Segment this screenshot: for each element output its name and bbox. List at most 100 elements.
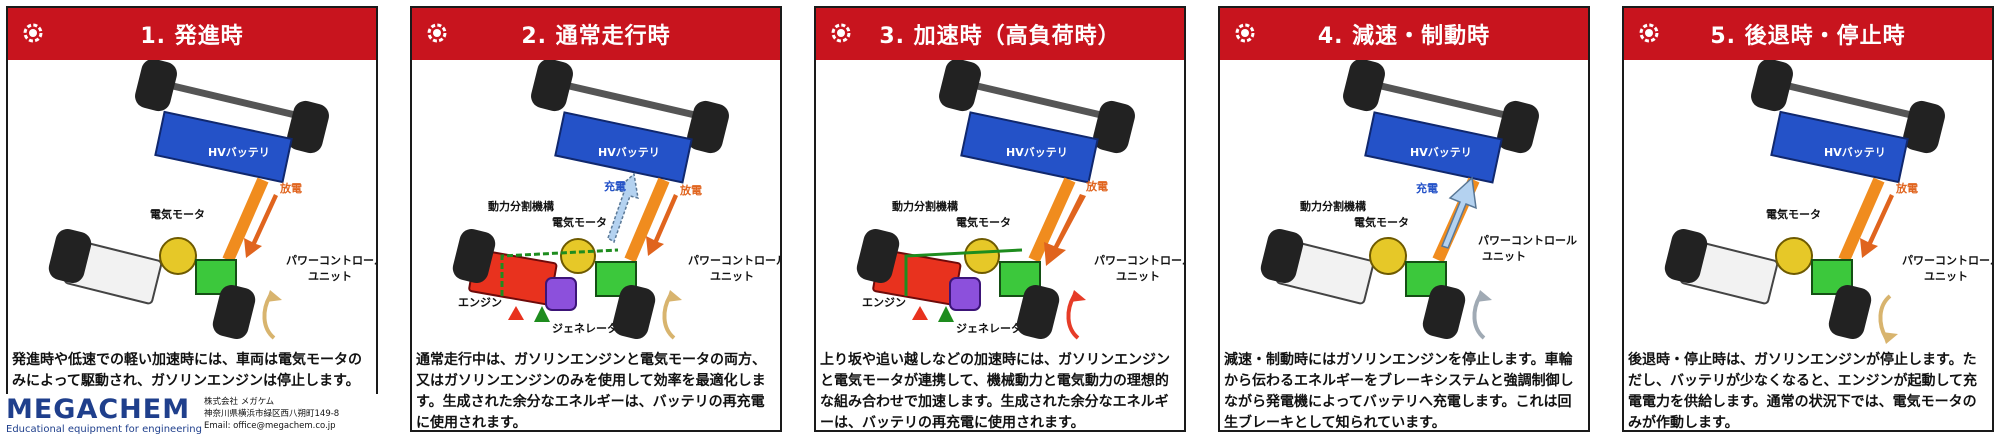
- front-left-wheel: [1664, 228, 1708, 284]
- pcu-label-line1: パワーコントロール: [688, 254, 780, 267]
- rear-left-wheel: [939, 60, 981, 112]
- motor-label: 電気モータ: [150, 207, 205, 221]
- pcu-label-line1: パワーコントロール: [286, 254, 376, 267]
- rear-right-wheel: [1093, 100, 1135, 154]
- engine-label: エンジン: [862, 296, 906, 309]
- engine-flow-arrow: [508, 306, 524, 320]
- discharge-label: 放電: [1895, 181, 1918, 195]
- panel-5: 5. 後退時・停止時 HVバッテリ 放電 電気モータ パワーコントロール ユニッ…: [1622, 6, 1994, 432]
- panel-caption: 後退時・停止時は、ガソリンエンジンが停止します。ただし、バッテリが少なくなると、…: [1628, 352, 1978, 431]
- discharge-label: 放電: [279, 181, 302, 195]
- power-cable: [624, 177, 670, 263]
- power-cable: [222, 177, 269, 263]
- generator: [949, 277, 981, 311]
- company-name: 株式会社 メガケム: [204, 397, 275, 407]
- gear-icon: [1639, 23, 1659, 43]
- battery-label: HVバッテリ: [1006, 146, 1068, 159]
- power-cable: [1838, 177, 1885, 263]
- panel-header: 3. 加速時（高負荷時）: [816, 8, 1184, 60]
- rear-left-wheel: [531, 60, 573, 112]
- rear-axle: [155, 78, 309, 122]
- motor-label: 電気モータ: [1354, 215, 1409, 229]
- panel-title: 5. 後退時・停止時: [1710, 24, 1906, 49]
- pcu-label-line1: パワーコントロール: [1478, 234, 1577, 247]
- drivetrain-diagram: HVバッテリ 充電 動力分割機構 電気モータ パワーコントロール ユニット: [1260, 60, 1577, 340]
- motor-label: 電気モータ: [956, 215, 1011, 229]
- electric-motor: [1775, 237, 1813, 275]
- generator-label: ジェネレータ: [552, 322, 618, 335]
- gear-icon: [427, 23, 447, 43]
- electric-motor: [1369, 237, 1407, 275]
- psd-label: 動力分割機構: [488, 199, 554, 213]
- discharge-arrow: [1860, 194, 1894, 258]
- discharge-arrow: [646, 194, 678, 256]
- hv-battery: [554, 111, 693, 184]
- generator: [545, 277, 577, 311]
- rotation-arrow: [1472, 295, 1486, 340]
- power-flow-green: [500, 248, 619, 296]
- rear-right-wheel: [1497, 100, 1539, 154]
- pcu-label-line1: パワーコントロール: [1902, 254, 1992, 267]
- front-right-wheel: [612, 284, 656, 340]
- discharge-label: 放電: [1085, 179, 1108, 193]
- discharge-label: 放電: [679, 183, 702, 197]
- electric-motor: [964, 238, 1000, 274]
- megachem-logo: MEGACHEM Educational equipment for engin…: [6, 394, 406, 435]
- panel-title: 1. 発進時: [140, 24, 244, 49]
- charge-arrow: [1441, 176, 1477, 249]
- rotation-arrow: [1066, 295, 1080, 340]
- front-right-wheel: [1828, 284, 1872, 340]
- front-left-wheel: [48, 228, 92, 284]
- gear-icon: [23, 23, 43, 43]
- motor-label: 電気モータ: [552, 215, 607, 229]
- company-address: 神奈川県横浜市緑区西八朔町149-8: [204, 409, 340, 419]
- rear-axle: [1363, 78, 1519, 122]
- discharge-arrow: [1044, 194, 1086, 266]
- generator-label: ジェネレータ: [956, 322, 1022, 335]
- front-right-wheel: [1422, 284, 1466, 340]
- battery-label: HVバッテリ: [598, 146, 660, 159]
- pcu-label-line2: ユニット: [1116, 270, 1160, 283]
- engine-flow-arrow: [912, 306, 928, 320]
- rotation-arrow-head: [266, 290, 282, 302]
- front-right-wheel: [1016, 284, 1060, 340]
- rear-right-wheel: [1903, 100, 1945, 154]
- rear-left-wheel: [135, 60, 177, 112]
- gear-icon: [831, 23, 851, 43]
- panel-header: 1. 発進時: [8, 8, 376, 60]
- panel-4: 4. 減速・制動時 HVバッテリ 充電 動力分割機構 電気モータ パワーコントロ…: [1218, 6, 1590, 432]
- panel-header: 4. 減速・制動時: [1220, 8, 1588, 60]
- panel-header: 5. 後退時・停止時: [1624, 8, 1992, 60]
- panel-caption: 上り坂や追い越しなどの加速時には、ガソリンエンジンと電気モータが連携して、機械動…: [820, 352, 1170, 431]
- gear-icon: [1235, 23, 1255, 43]
- rear-right-wheel: [687, 100, 729, 154]
- rear-axle: [959, 78, 1115, 122]
- front-left-wheel: [452, 228, 496, 284]
- battery-label: HVバッテリ: [1824, 146, 1886, 159]
- power-control-unit: [1405, 261, 1447, 297]
- battery-label: HVバッテリ: [1410, 146, 1472, 159]
- panel-caption: 発進時や低速での軽い加速時には、車両は電気モータのみによって駆動され、ガソリンエ…: [12, 352, 362, 389]
- hv-battery: [1364, 111, 1503, 184]
- front-right-wheel: [212, 284, 256, 340]
- panel-header: 2. 通常走行時: [412, 8, 780, 60]
- panel-3: 3. 加速時（高負荷時） HVバッテリ 放電 動力分割機構 電気モータ パワーコ…: [814, 6, 1186, 432]
- rear-left-wheel: [1751, 60, 1793, 112]
- rotation-arrow: [662, 295, 676, 340]
- motor-label: 電気モータ: [1766, 207, 1821, 221]
- panel-1: 1. 発進時 HVバッテリ 放電 電気モータ パワーコントロール ユニット 発進…: [6, 6, 378, 432]
- rotation-arrow-head: [1476, 290, 1492, 302]
- charge-label: 充電: [604, 179, 626, 193]
- pcu-label-line2: ユニット: [710, 270, 754, 283]
- rear-left-wheel: [1343, 60, 1385, 112]
- drivetrain-diagram: HVバッテリ 放電 動力分割機構 電気モータ パワーコントロール ユニット エン…: [856, 60, 1184, 340]
- charge-label: 充電: [1416, 181, 1438, 195]
- front-left-wheel: [856, 228, 900, 284]
- generator-flow-arrow: [534, 306, 550, 322]
- hv-battery: [960, 111, 1099, 184]
- generator-flow-arrow: [938, 306, 954, 322]
- company-info: 株式会社 メガケム 神奈川県横浜市緑区西八朔町149-8 Email: offi…: [204, 396, 339, 432]
- rotation-arrow-head: [1882, 332, 1898, 344]
- company-email[interactable]: Email: office@megachem.co.jp: [204, 421, 336, 431]
- logo-tagline: Educational equipment for engineering: [6, 424, 202, 435]
